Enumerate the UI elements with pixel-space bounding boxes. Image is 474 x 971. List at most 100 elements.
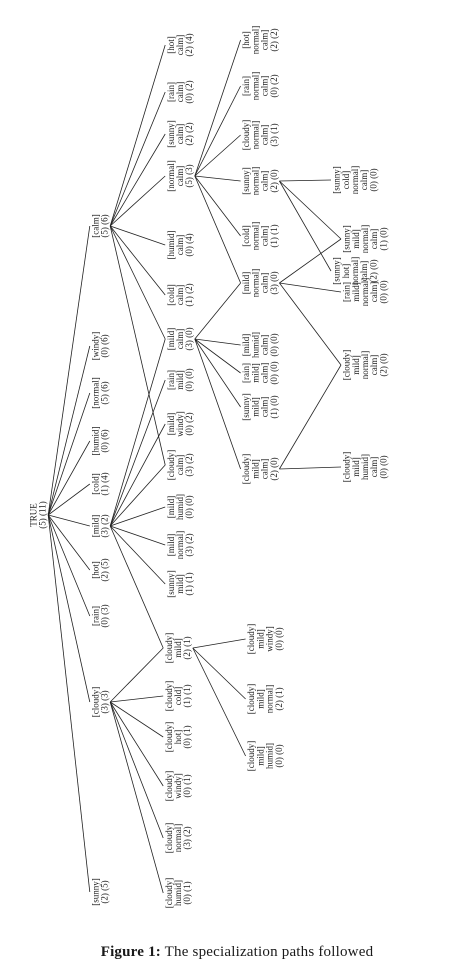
tree-edge (47, 514, 91, 703)
node-label-line: (0) (4) (184, 233, 194, 256)
tree-edge (192, 647, 246, 700)
tree-edge (109, 701, 164, 839)
node-label-line: (0) (1) (182, 774, 192, 797)
node-label-line: (5) (3) (184, 164, 194, 187)
tree-edge (194, 338, 241, 408)
tree-node: [sunny]normal]calm](2) (0) (241, 167, 279, 196)
tree-node: [rain]mild]calm](0) (0) (241, 361, 279, 384)
node-label-line: calm] (260, 30, 270, 51)
node-label-line: calm] (175, 166, 185, 187)
tree-node: [sunny]cold]normal]calm](0) (0) (332, 166, 379, 195)
tree-edge (109, 91, 166, 227)
node-label-line: normal] (250, 222, 260, 251)
tree-edge (109, 423, 166, 527)
node-label-line: mild] (351, 457, 361, 477)
node-label-line: mild] (250, 397, 260, 417)
tree-node: [mild]calm](3) (0) (166, 327, 194, 350)
node-label-line: (3) (2) (184, 453, 194, 476)
node-label-line: (3) (2) (182, 826, 192, 849)
tree-edge (279, 180, 332, 272)
node-label-line: mild] (250, 459, 260, 479)
node-label-line: [hot] (241, 31, 251, 49)
node-label-line: [sunny] (332, 166, 342, 194)
tree-node: [sunny]mild](1) (1) (166, 570, 194, 598)
node-label-line: calm] (175, 329, 185, 350)
node-label-line: normal] (360, 225, 370, 254)
tree-node: [rain](0) (3) (90, 604, 109, 627)
node-label-line: [hot] (90, 561, 100, 579)
node-label-line: (5) (6) (100, 381, 110, 404)
node-label-line: [calm] (90, 214, 100, 237)
node-label-line: (1) (0) (269, 395, 279, 418)
tree-edge (194, 134, 241, 177)
node-label-line: mild] (175, 370, 185, 390)
tree-node: [rain]mild]normal]calm](0) (0) (342, 278, 389, 307)
node-label-line: (1) (1) (182, 684, 192, 707)
tree-edge (109, 44, 166, 227)
tree-node: [cloudy](3) (3) (90, 687, 109, 718)
node-label-line: TRUE (28, 503, 38, 527)
node-label-line: [cloudy] (164, 633, 174, 664)
tree-node: [hot](2) (5) (90, 558, 109, 581)
tree-edge (47, 514, 91, 571)
tree-node: [normal]calm](5) (3) (166, 160, 194, 192)
node-label-line: (5) (6) (100, 214, 110, 237)
node-label-line: calm] (175, 82, 185, 103)
node-label-line: (2) (0) (269, 169, 279, 192)
node-label-line: [hot] (166, 36, 176, 54)
node-label-line: (0) (6) (100, 429, 110, 452)
node-label-line: calm] (369, 457, 379, 478)
node-label-line: calm] (260, 363, 270, 384)
node-label-line: humid] (173, 880, 183, 906)
tree-edge (109, 338, 166, 527)
tree-node: [sunny](2) (5) (90, 878, 109, 906)
node-label-line: (0) (6) (100, 334, 110, 357)
node-label-line: [cold] (166, 284, 176, 306)
node-label-line: (2) (0) (378, 353, 388, 376)
node-label-line: calm] (175, 124, 185, 145)
node-label-line: [rain] (241, 363, 251, 383)
tree-node: [normal](5) (6) (90, 377, 109, 409)
node-label-line: calm] (359, 170, 369, 191)
tree-node: [mild]humid](0) (0) (166, 494, 194, 520)
tree-node: [cold]calm](1) (2) (166, 283, 194, 306)
node-label-line: (1) (1) (184, 572, 194, 595)
node-label-line: (0) (0) (274, 744, 284, 767)
node-label-line: (3) (3) (100, 690, 110, 713)
tree-edge (279, 364, 342, 470)
tree-node: [cloudy]windy](0) (1) (164, 771, 192, 802)
node-label-line: [windy] (90, 332, 100, 361)
node-label-line: (1) (2) (184, 283, 194, 306)
tree-node: [cold]normal]calm](1) (1) (241, 222, 279, 251)
tree-edge (47, 345, 91, 516)
tree-edge (279, 282, 342, 293)
tree-edge (192, 638, 246, 649)
tree-edge (109, 525, 166, 585)
node-label-line: calm] (175, 285, 185, 306)
tree-node: [cloudy]mild]windy](0) (0) (246, 624, 284, 655)
node-label-line: [cloudy] (166, 450, 176, 481)
tree-edge (48, 514, 90, 527)
node-label-line: normal] (350, 166, 360, 195)
node-label-line: [humid] (90, 427, 100, 456)
node-label-line: mild] (255, 689, 265, 709)
node-label-line: (0) (0) (378, 280, 388, 303)
node-label-line: [cloudy] (342, 350, 352, 381)
node-label-line: normal] (360, 278, 370, 307)
node-label-line: (5) (11) (38, 501, 48, 528)
node-label-line: [sunny] (166, 570, 176, 598)
node-label-line: humid] (250, 332, 260, 358)
tree-edge (47, 440, 91, 516)
tree-edge (194, 175, 241, 182)
node-label-line: [cloudy] (246, 684, 256, 715)
node-label-line: calm] (369, 229, 379, 250)
node-label-line: [rain] (166, 82, 176, 102)
node-label-line: (0) (2) (269, 74, 279, 97)
tree-edge (109, 225, 166, 340)
node-label-line: mild] (173, 638, 183, 658)
node-label-line: (3) (1) (269, 123, 279, 146)
tree-node: [cloudy]mild]calm](2) (0) (241, 454, 279, 485)
tree-edge (279, 180, 342, 240)
tree-edge (194, 338, 241, 346)
tree-node: TRUE(5) (11) (28, 501, 47, 528)
